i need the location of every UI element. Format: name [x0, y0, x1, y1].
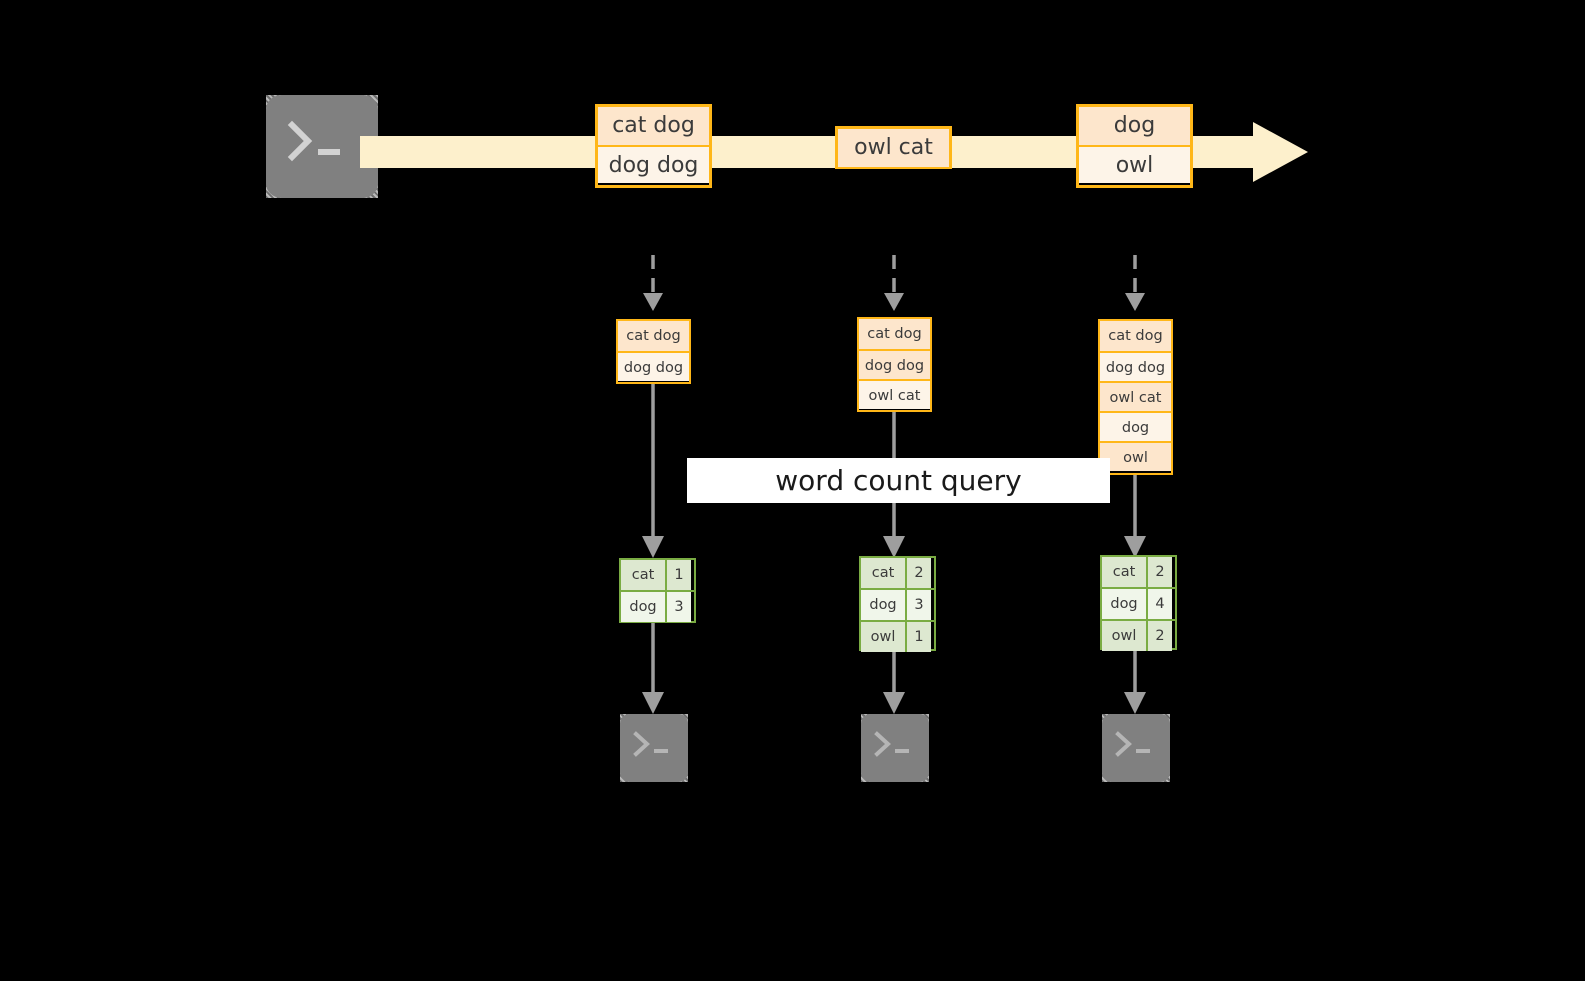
table-row: cat 2 — [861, 558, 934, 588]
result-1-word-2: dog — [621, 592, 665, 622]
query-arrow-3 — [1120, 475, 1150, 560]
result-2-count-2: 3 — [905, 590, 931, 620]
sink-arrow-2 — [879, 651, 909, 716]
table-row: dog 3 — [861, 588, 934, 620]
accumulated-stack-2: cat dog dog dog owl cat — [857, 317, 932, 412]
table-row: cat 1 — [621, 560, 694, 590]
stream-batch-2: owl cat — [835, 126, 952, 169]
accumulated-3-line-3: owl cat — [1100, 381, 1171, 411]
accumulated-2-line-1: cat dog — [859, 319, 930, 349]
accumulated-3-line-4: dog — [1100, 411, 1171, 441]
terminal-screen — [861, 714, 929, 782]
table-row: dog 4 — [1102, 587, 1175, 619]
trigger-arrow-1 — [638, 255, 668, 315]
sink-terminal-icon-1 — [620, 714, 688, 782]
trigger-arrow-3 — [1120, 255, 1150, 315]
result-1-count-2: 3 — [665, 592, 691, 622]
stream-batch-1-line-1: cat dog — [598, 107, 709, 145]
result-2-word-2: dog — [861, 590, 905, 620]
result-table-2: cat 2 dog 3 owl 1 — [859, 556, 936, 652]
query-label-text: word count query — [775, 464, 1022, 497]
accumulated-2-line-3: owl cat — [859, 379, 930, 409]
table-row: owl 1 — [861, 620, 934, 652]
stream-batch-1: cat dog dog dog — [595, 104, 712, 188]
sink-arrow-3 — [1120, 650, 1150, 716]
result-3-count-1: 2 — [1146, 557, 1172, 587]
result-1-count-1: 1 — [665, 560, 691, 590]
result-2-count-3: 1 — [905, 622, 931, 652]
stream-batch-3: dog owl — [1076, 104, 1193, 188]
accumulated-1-line-2: dog dog — [618, 351, 689, 381]
trigger-arrow-2 — [879, 255, 909, 315]
sink-terminal-icon-2 — [861, 714, 929, 782]
terminal-screen — [620, 714, 688, 782]
result-2-word-3: owl — [861, 622, 905, 652]
query-arrow-1 — [638, 384, 668, 560]
result-2-word-1: cat — [861, 558, 905, 588]
source-terminal-icon — [266, 95, 378, 198]
accumulated-3-line-5: owl — [1100, 441, 1171, 471]
result-3-word-2: dog — [1102, 589, 1146, 619]
sink-arrow-1 — [638, 623, 668, 716]
accumulated-stack-1: cat dog dog dog — [616, 319, 691, 384]
table-row: dog 3 — [621, 590, 694, 622]
result-1-word-1: cat — [621, 560, 665, 590]
accumulated-1-line-1: cat dog — [618, 321, 689, 351]
result-table-3: cat 2 dog 4 owl 2 — [1100, 555, 1177, 651]
result-3-count-3: 2 — [1146, 621, 1172, 651]
query-label: word count query — [687, 458, 1110, 503]
accumulated-2-line-2: dog dog — [859, 349, 930, 379]
table-row: owl 2 — [1102, 619, 1175, 651]
result-3-word-1: cat — [1102, 557, 1146, 587]
result-table-1: cat 1 dog 3 — [619, 558, 696, 623]
accumulated-stack-3: cat dog dog dog owl cat dog owl — [1098, 319, 1173, 475]
result-3-word-3: owl — [1102, 621, 1146, 651]
terminal-screen — [266, 95, 378, 198]
accumulated-3-line-1: cat dog — [1100, 321, 1171, 351]
stream-batch-3-line-2: owl — [1079, 145, 1190, 183]
terminal-screen — [1102, 714, 1170, 782]
stream-batch-2-line-1: owl cat — [838, 129, 949, 167]
result-2-count-1: 2 — [905, 558, 931, 588]
accumulated-3-line-2: dog dog — [1100, 351, 1171, 381]
table-row: cat 2 — [1102, 557, 1175, 587]
stream-batch-1-line-2: dog dog — [598, 145, 709, 183]
sink-terminal-icon-3 — [1102, 714, 1170, 782]
result-3-count-2: 4 — [1146, 589, 1172, 619]
stream-batch-3-line-1: dog — [1079, 107, 1190, 145]
